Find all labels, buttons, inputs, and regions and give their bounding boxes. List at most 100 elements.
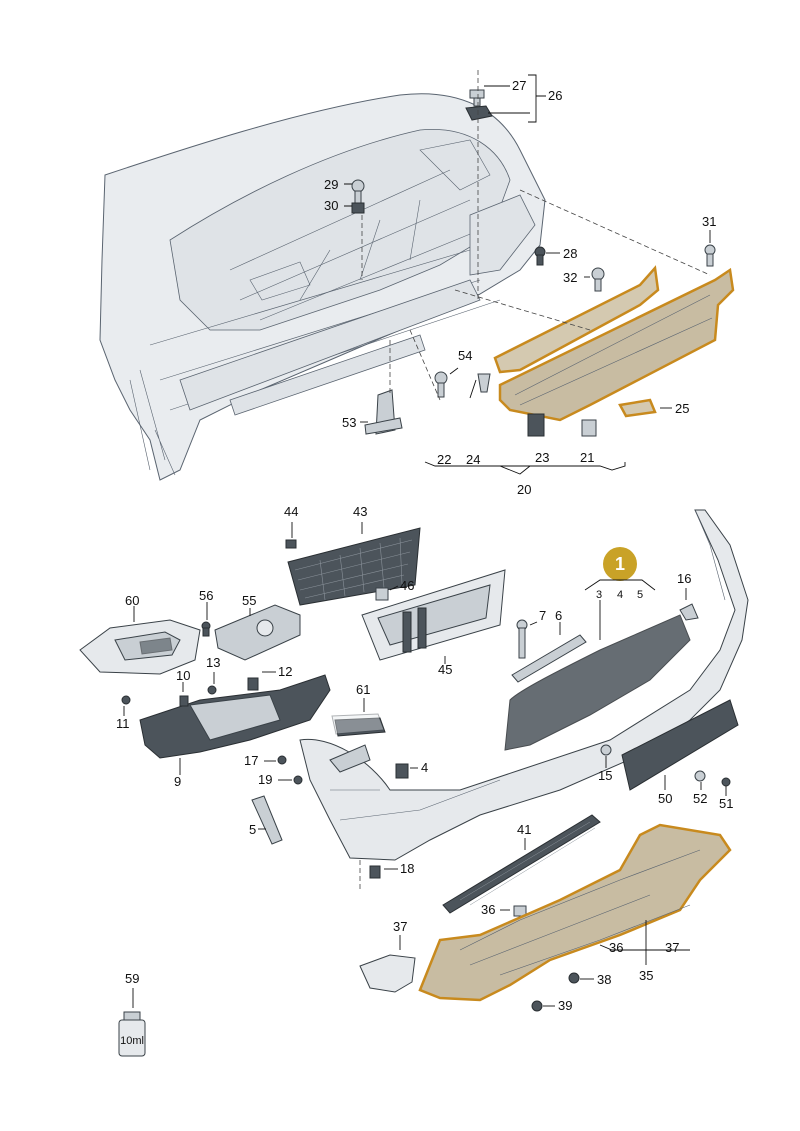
screw-11 (121, 695, 131, 705)
reflector-61 (331, 713, 386, 737)
callout-12: 12 (278, 664, 292, 679)
screw-56 (201, 621, 211, 637)
clip-27 (469, 89, 485, 107)
nut-30 (351, 202, 365, 214)
callout-10: 10 (176, 668, 190, 683)
clip-46 (375, 587, 389, 601)
screw-13 (207, 685, 217, 695)
callout-55: 55 (242, 593, 256, 608)
tailpipe-trim-60 (79, 619, 201, 675)
badge-1-label: 1 (615, 554, 625, 574)
screw-17 (277, 755, 287, 765)
license-plate-base-50 (621, 699, 739, 791)
bracket-53 (364, 389, 403, 435)
callout-59: 59 (125, 971, 139, 986)
callout-4-top: 4 (617, 589, 623, 601)
badge-1: 1 (603, 547, 637, 581)
callout-11: 11 (116, 716, 130, 731)
bumper-mounting-bracket (493, 265, 735, 422)
callout-26: 26 (548, 88, 562, 103)
bottle-59: 10ml (118, 1011, 146, 1057)
callout-43: 43 (353, 504, 367, 519)
trim-5 (251, 795, 283, 845)
cover-25 (618, 398, 657, 418)
callout-60: 60 (125, 593, 139, 608)
grille-strip-41 (442, 814, 601, 914)
callout-54: 54 (458, 348, 472, 363)
callout-39: 39 (558, 998, 572, 1013)
callout-51: 51 (719, 796, 733, 811)
callout-24: 24 (466, 452, 480, 467)
bracket-55 (214, 604, 301, 661)
clip-44 (285, 539, 297, 549)
callout-36-clip: 36 (481, 902, 495, 917)
clip-10 (179, 695, 189, 707)
cover-37 (359, 954, 416, 993)
screw-38 (568, 972, 580, 984)
callout-41: 41 (517, 822, 531, 837)
grille-frame-45 (361, 569, 506, 661)
callout-45: 45 (438, 662, 452, 677)
rear-diffuser-35 (418, 823, 732, 1002)
callout-5-top: 5 (637, 589, 643, 601)
callout-38: 38 (597, 972, 611, 987)
callout-4: 4 (421, 760, 428, 775)
callout-37-cover: 37 (393, 919, 407, 934)
callout-50: 50 (658, 791, 672, 806)
callout-22: 22 (437, 452, 451, 467)
bracket-9 (139, 674, 331, 759)
callout-25: 25 (675, 401, 689, 416)
callout-3: 3 (596, 589, 602, 601)
callout-29: 29 (324, 177, 338, 192)
strip-6 (511, 634, 587, 683)
rivet-52 (694, 770, 706, 782)
callout-30: 30 (324, 198, 338, 213)
car-rear-body (99, 93, 546, 481)
callout-7: 7 (539, 608, 546, 623)
clip-4 (395, 763, 409, 779)
screw-51 (721, 777, 731, 787)
callout-18: 18 (400, 861, 414, 876)
callout-21: 21 (580, 450, 594, 465)
callout-17: 17 (244, 753, 258, 768)
callout-27: 27 (512, 78, 526, 93)
bolt-32 (591, 267, 605, 292)
callout-15: 15 (598, 768, 612, 783)
callout-44: 44 (284, 504, 298, 519)
callout-labels: 27 26 29 30 31 28 32 54 25 53 22 24 23 2… (116, 78, 733, 1013)
callout-5: 5 (249, 822, 256, 837)
callout-16: 16 (677, 571, 691, 586)
callout-36: 36 (609, 940, 623, 955)
callout-61: 61 (356, 682, 370, 697)
clip-16 (679, 603, 699, 621)
clip-18 (369, 865, 381, 879)
bolt-22 (434, 371, 448, 398)
bolt-31 (704, 244, 716, 267)
callout-46: 46 (400, 578, 414, 593)
screw-39 (531, 1000, 543, 1012)
callout-32: 32 (563, 270, 577, 285)
callout-35: 35 (639, 968, 653, 983)
clip-15 (600, 744, 612, 756)
buffer-21 (581, 419, 597, 437)
callout-53: 53 (342, 415, 356, 430)
bolt-29 (351, 179, 365, 206)
callout-28: 28 (563, 246, 577, 261)
callout-23: 23 (535, 450, 549, 465)
nut-26 (465, 105, 493, 121)
clip-36 (513, 905, 527, 917)
callout-13: 13 (206, 655, 220, 670)
screw-7 (516, 619, 528, 659)
callout-56: 56 (199, 588, 213, 603)
callout-31: 31 (702, 214, 716, 229)
rubber-23 (527, 413, 545, 437)
clip-24 (477, 373, 491, 393)
grille-43 (287, 527, 421, 606)
callout-6: 6 (555, 608, 562, 623)
callout-20: 20 (517, 482, 531, 497)
clip-12 (247, 677, 259, 691)
callout-52: 52 (693, 791, 707, 806)
rear-bumper-cover (299, 509, 749, 861)
callout-37: 37 (665, 940, 679, 955)
